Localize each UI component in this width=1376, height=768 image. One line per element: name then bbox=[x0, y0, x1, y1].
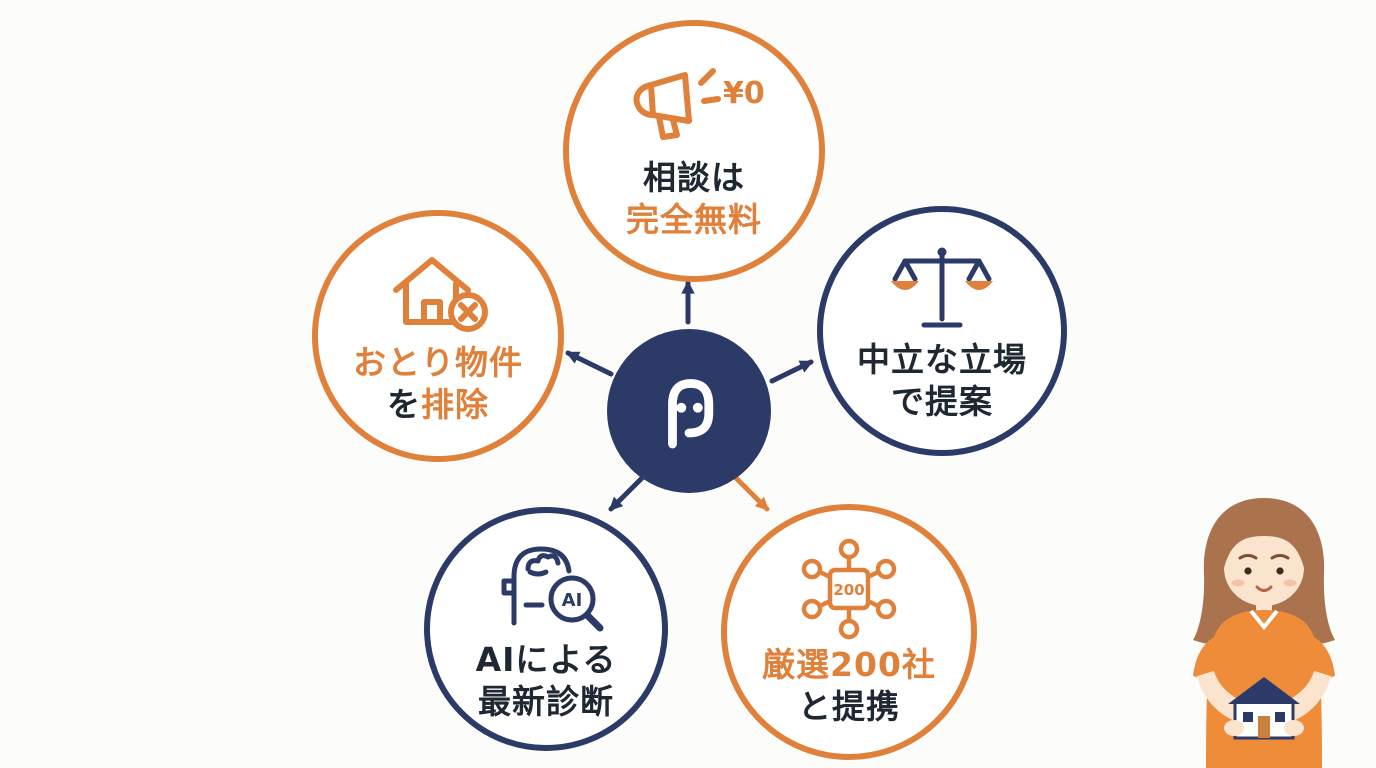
neutral-line2: で提案 bbox=[891, 382, 993, 421]
megaphone-icon: ¥0 bbox=[619, 61, 769, 153]
balance-scale-icon bbox=[886, 239, 998, 335]
partners-label: 厳選200社 と提携 bbox=[762, 644, 936, 728]
feature-circle-neutral-proposal: 中立な立場 で提案 bbox=[817, 206, 1067, 456]
smiley-p-logo-icon bbox=[668, 379, 714, 449]
partners-count-badge: 200 bbox=[833, 581, 864, 599]
free-line1: 相談は bbox=[643, 157, 745, 197]
free-line2: 完全無料 bbox=[626, 200, 762, 239]
woman-holding-house-illustration bbox=[1193, 498, 1335, 768]
house-exclude-icon bbox=[382, 246, 494, 338]
ai-badge: AI bbox=[562, 590, 583, 611]
arrow-lower-right bbox=[733, 475, 770, 512]
decoy-line1: おとり物件 bbox=[353, 342, 523, 382]
neutral-proposal-label: 中立な立場 で提案 bbox=[857, 339, 1027, 423]
yen-zero-badge: ¥0 bbox=[723, 76, 765, 111]
feature-circle-ai-diagnosis: AI AIによる 最新診断 bbox=[424, 507, 668, 751]
feature-circle-free-consultation: ¥0 相談は 完全無料 bbox=[563, 20, 825, 282]
free-consultation-label: 相談は 完全無料 bbox=[626, 157, 762, 241]
network-200-icon: 200 bbox=[793, 536, 905, 640]
ai-diagnosis-label: AIによる 最新診断 bbox=[476, 639, 617, 723]
arrow-lower-left bbox=[608, 475, 645, 512]
center-logo-circle bbox=[607, 329, 771, 493]
ai-robot-magnifier-icon: AI bbox=[484, 535, 608, 635]
arrow-upper-left bbox=[565, 350, 614, 377]
arrow-upper-right bbox=[769, 359, 814, 384]
feature-circle-decoy-exclusion: おとり物件 を排除 bbox=[312, 210, 564, 462]
ai-line1: AIによる bbox=[475, 639, 617, 679]
decoy-line2: 排除 bbox=[421, 385, 489, 424]
decoy-exclusion-label: おとり物件 を排除 bbox=[353, 342, 523, 426]
decoy-line2-prefix: を bbox=[387, 385, 421, 424]
feature-circle-200-partners: 200 厳選200社 と提携 bbox=[721, 504, 977, 760]
partners-line2: と提携 bbox=[797, 687, 900, 726]
partners-line1: 厳選200社 bbox=[762, 644, 936, 684]
neutral-line1: 中立な立場 bbox=[857, 339, 1027, 379]
ai-line2: 最新診断 bbox=[477, 682, 614, 721]
